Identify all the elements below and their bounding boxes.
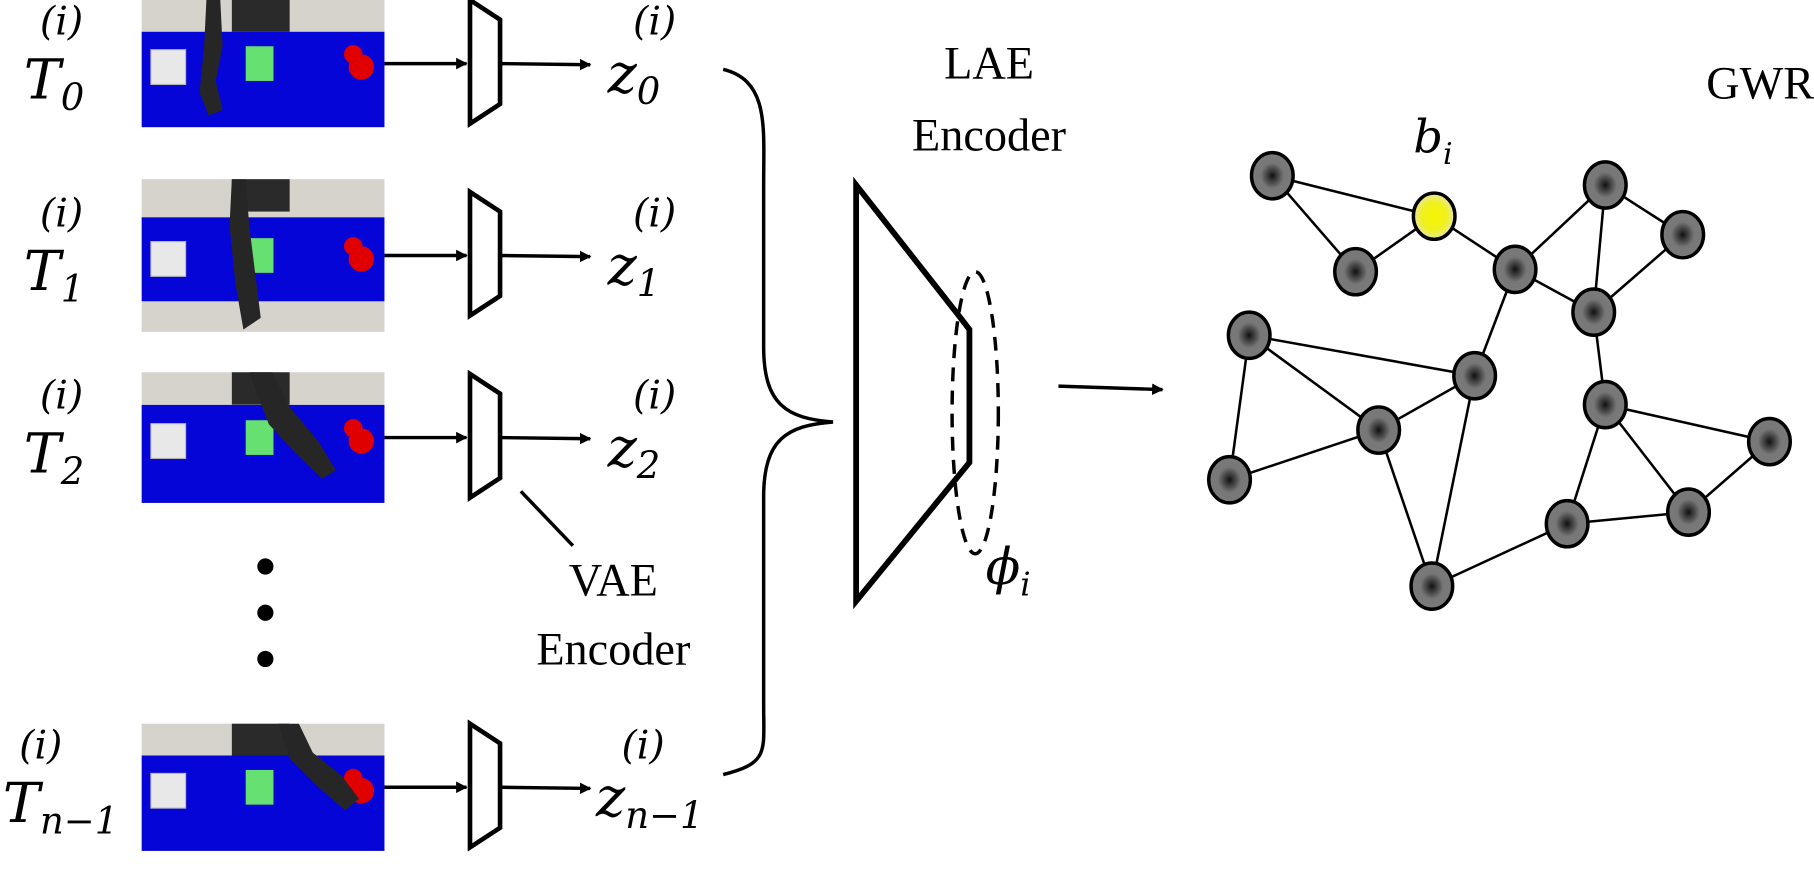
frame-superscript: (i) [40,192,83,237]
frame-superscript: (i) [40,0,83,45]
latent-superscript: (i) [633,374,676,419]
latent-superscript: (i) [621,723,664,768]
gwr-graph [1207,150,1792,611]
frame-superscript: (i) [40,374,83,419]
lae-label-line2: Encoder [912,110,1066,161]
white-cube [150,49,187,85]
lae-encoder-trapezoid [853,176,973,610]
gwr-node [1746,416,1792,467]
gwr-edge [1377,429,1434,587]
latent-label: z2 [607,415,661,487]
trajectory-frame-image [141,372,385,503]
gwr-node [1582,160,1628,210]
latent-label: z0 [607,41,661,113]
frame-label: Tn−1 [3,771,118,843]
gwr-bmu-node [1411,191,1457,242]
gwr-node [1660,209,1706,260]
robot-arm [249,372,336,479]
frame-row: (i)T0(i)z0 [24,0,676,128]
gwr-edge [1430,375,1476,587]
arrow-to-latent [500,58,592,71]
gwr-edge [1229,428,1380,481]
robot-arm [278,723,360,811]
latent-label: z1 [607,233,661,305]
green-cube [245,769,274,805]
gwr-edge [1431,522,1568,588]
green-cube [245,46,274,81]
vae-encoder-trapezoid [467,187,503,320]
gwr-node [1665,487,1712,538]
green-cube [245,420,274,455]
bmu-label: bi [1413,110,1452,173]
lae-label-line1: LAE [944,39,1034,90]
vae-encoder-trapezoid [467,369,503,502]
gwr-node [1492,244,1538,295]
gwr-node [1571,287,1617,337]
trajectory-frame-image [141,0,385,128]
frame-label: T0 [24,47,85,119]
robot-arm [229,179,261,330]
gwr-edge [1248,334,1475,377]
ellipsis-dots [257,558,274,668]
vae-encoder-trapezoid [467,719,503,852]
white-cube [150,423,187,459]
white-cube [150,241,187,277]
vae-label-line2: Encoder [536,625,690,676]
frame-label: T1 [24,239,85,311]
curly-brace [722,67,834,777]
arrow-to-latent [500,250,592,263]
gwr-edge [1248,334,1380,432]
gwr-node [1452,350,1498,401]
gwr-node [1207,454,1253,505]
frame-label: T2 [24,421,85,493]
arrow-to-latent [500,432,592,445]
vae-encoder-trapezoid [467,0,503,128]
latent-ellipse [950,269,1001,556]
latent-superscript: (i) [633,0,676,45]
frame-row: (i)Tn−1(i)zn−1 [3,719,704,852]
frame-row: (i)T1(i)z1 [24,179,676,332]
latent-superscript: (i) [633,192,676,237]
gwr-node [1226,310,1272,361]
arrow-to-gwr [1058,383,1164,396]
trajectory-frame-image [141,179,385,332]
gwr-label: GWR [1706,58,1814,109]
latent-label: zn−1 [595,765,704,837]
phi-label: ϕi [986,537,1031,604]
gwr-edge [1272,174,1435,218]
white-cube [150,772,187,809]
gwr-node [1333,246,1379,297]
frame-row: (i)T2(i)z2 [24,369,676,503]
arrow-to-latent [500,782,592,795]
gwr-edge [1604,403,1770,443]
trajectory-frame-image [141,723,385,851]
vae-label-line1: VAE [569,555,658,606]
gwr-node [1582,379,1628,430]
gwr-node [1356,405,1402,455]
gwr-node [1544,498,1590,549]
gwr-node [1409,561,1455,611]
vae-pointer-line [519,490,575,547]
frame-superscript: (i) [19,723,62,768]
robot-arm [199,0,223,116]
gwr-node [1249,150,1295,201]
